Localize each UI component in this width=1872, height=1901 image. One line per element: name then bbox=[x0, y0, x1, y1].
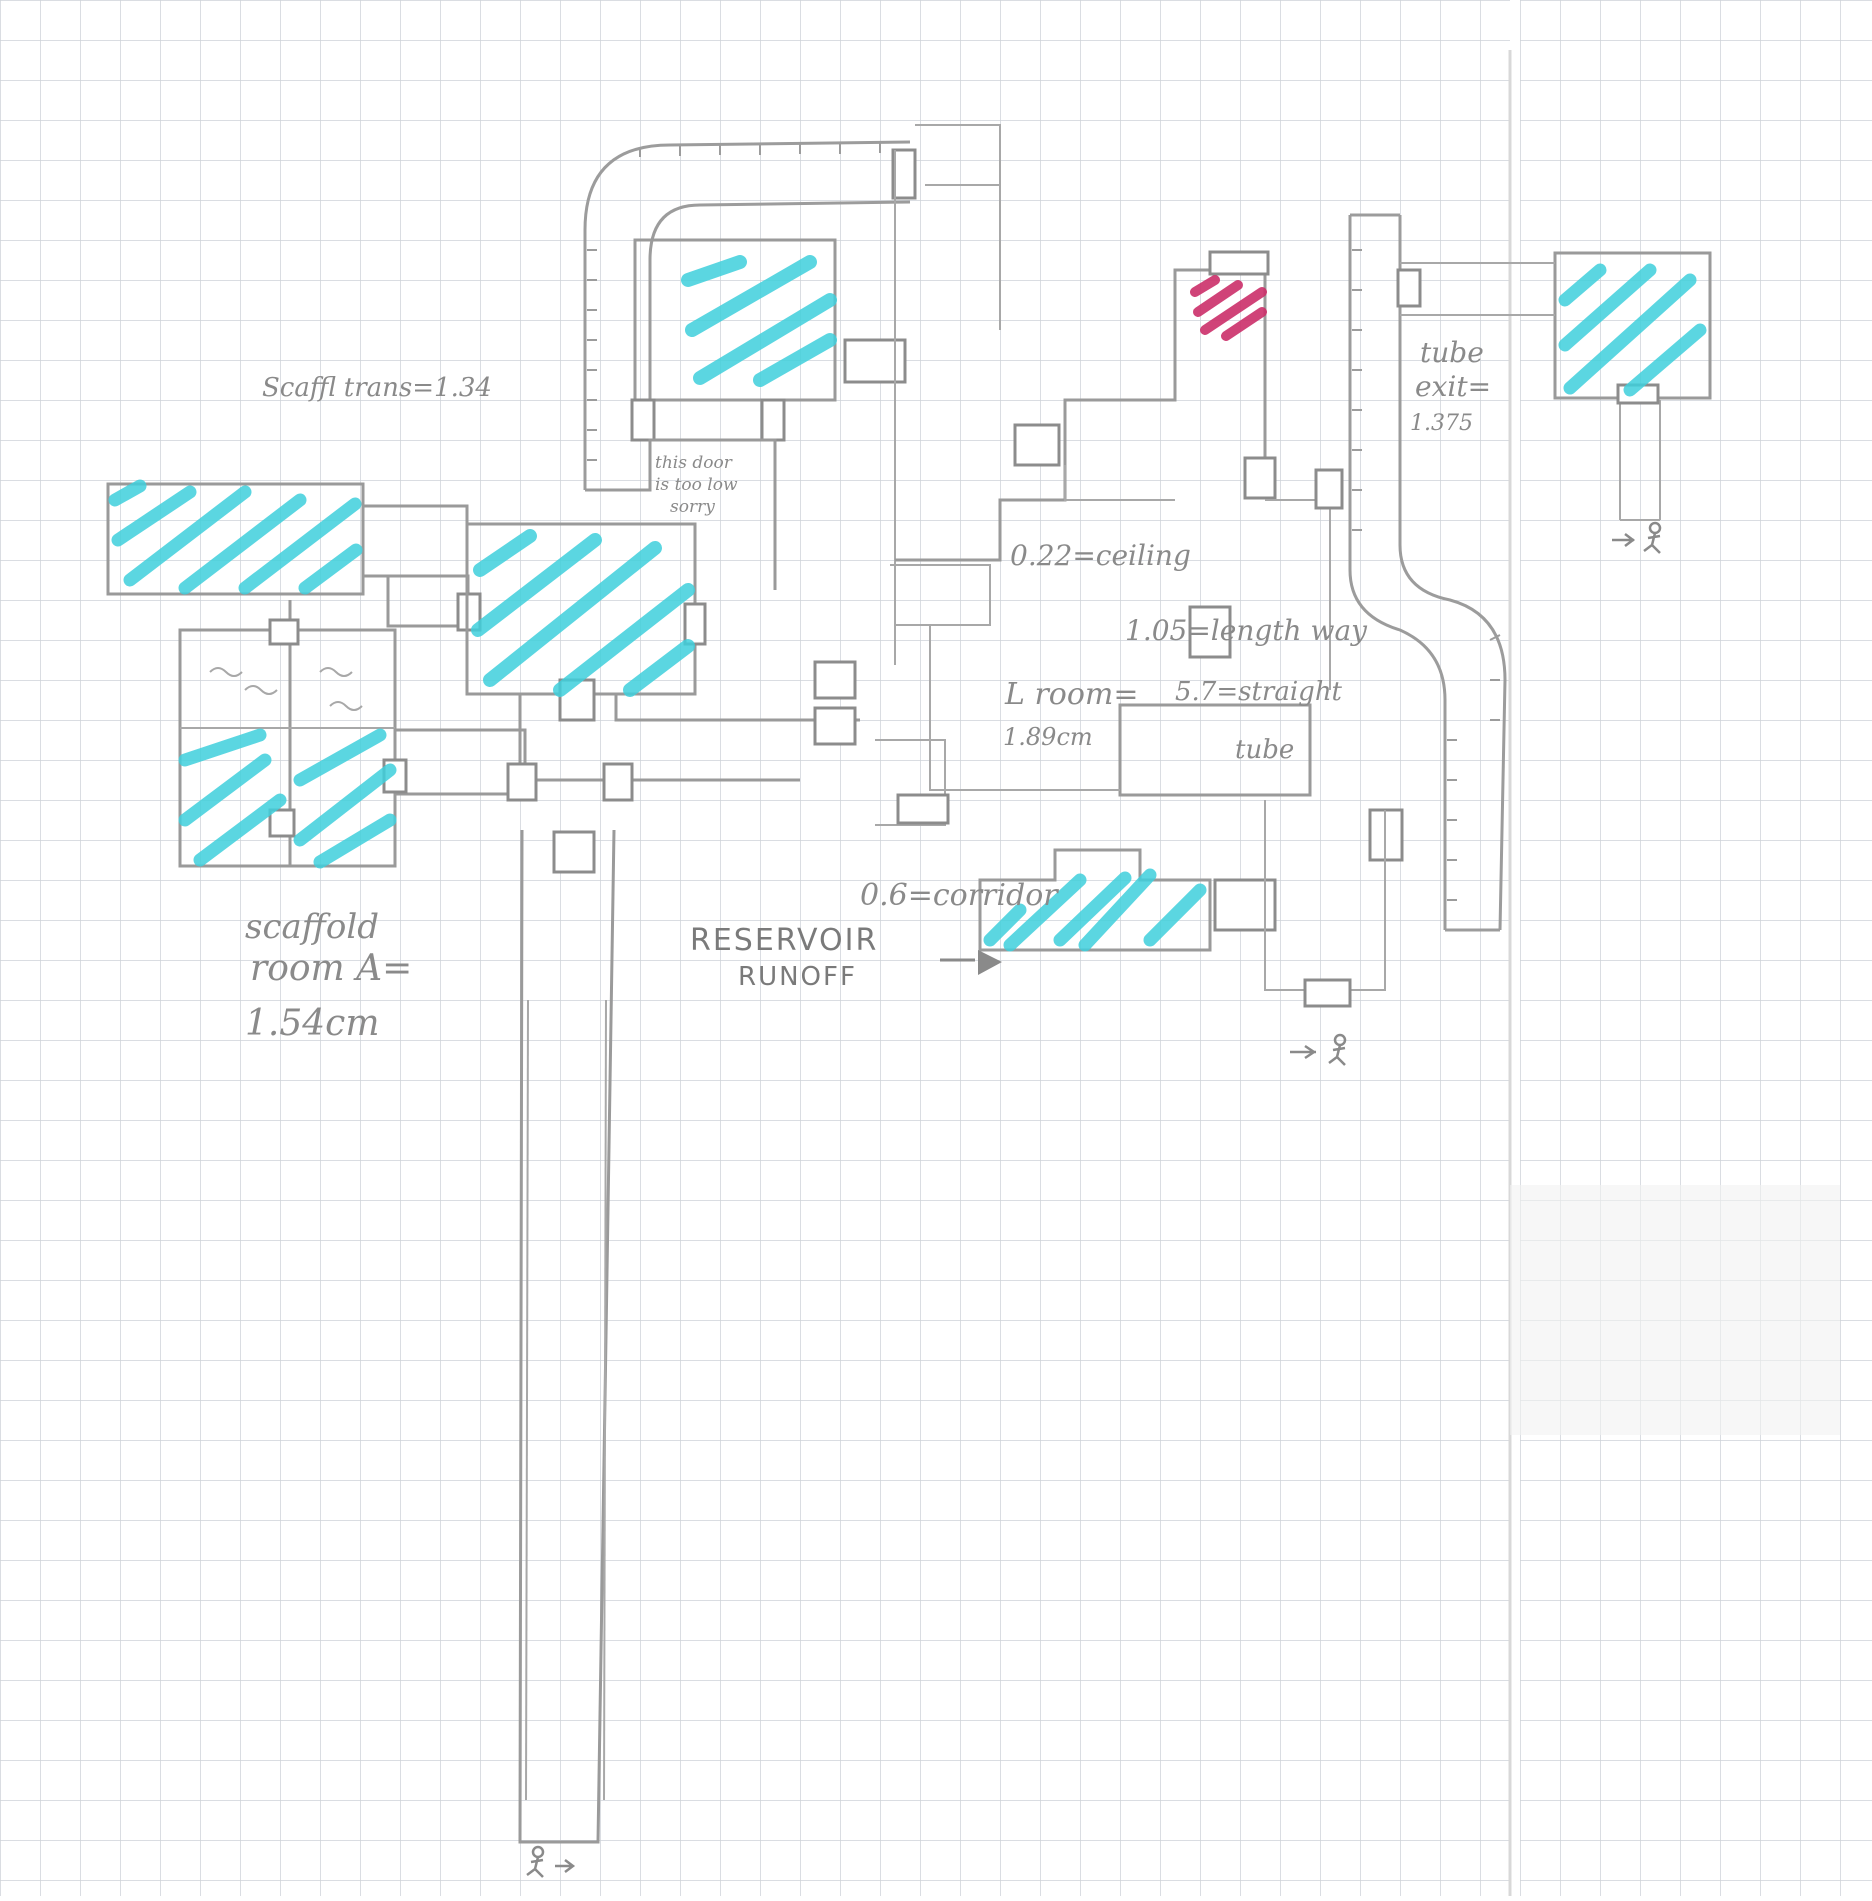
top-tube bbox=[583, 124, 1001, 665]
reservoir-label-line-1: RESERVOIR bbox=[690, 923, 878, 958]
corridor-note: 0.6=corridor bbox=[860, 878, 1059, 913]
tape-smudge bbox=[1510, 1185, 1840, 1435]
long-corridor bbox=[518, 829, 616, 1844]
grid-paper-right bbox=[1520, 0, 1872, 1896]
central-room bbox=[465, 522, 860, 802]
reservoir-label-line-2: RUNOFF bbox=[738, 962, 857, 992]
exit-room bbox=[1400, 251, 1712, 521]
arrow-right-icon bbox=[940, 950, 1002, 975]
straight-tube-note-line-2: tube bbox=[1235, 735, 1294, 765]
running-person-icon bbox=[1612, 521, 1662, 554]
scaffold-trans-label: Scaffl trans=1.34 bbox=[262, 373, 492, 403]
l-room-label-line-2: 1.89cm bbox=[1003, 723, 1093, 751]
door-note-line-1: this door bbox=[655, 453, 733, 473]
tube-exit-label-line-1: tube bbox=[1420, 336, 1484, 369]
scaffold-room-a-line-2: room A= bbox=[250, 948, 412, 989]
tube-exit-label-line-2: exit= bbox=[1415, 370, 1491, 403]
running-person-icon bbox=[526, 1845, 576, 1878]
scaffold-room-a bbox=[106, 479, 527, 869]
scaffold-room-a-line-1: scaffold bbox=[245, 907, 379, 947]
door-note-line-2: is too low bbox=[655, 475, 738, 495]
ceiling-note: 0.22=ceiling bbox=[1010, 539, 1191, 572]
scaffold-room-a-line-3: 1.54cm bbox=[245, 1003, 379, 1044]
length-note: 1.05=length way bbox=[1125, 614, 1368, 647]
reservoir-room bbox=[978, 800, 1386, 1008]
l-room bbox=[875, 250, 1331, 826]
running-person-icon bbox=[1290, 1033, 1347, 1066]
straight-tube-note-line-1: 5.7=straight bbox=[1175, 677, 1343, 707]
door-note-line-3: sorry bbox=[670, 497, 715, 517]
l-room-label-line-1: L room= bbox=[1004, 677, 1139, 712]
tube-exit-label-line-3: 1.375 bbox=[1410, 411, 1473, 436]
